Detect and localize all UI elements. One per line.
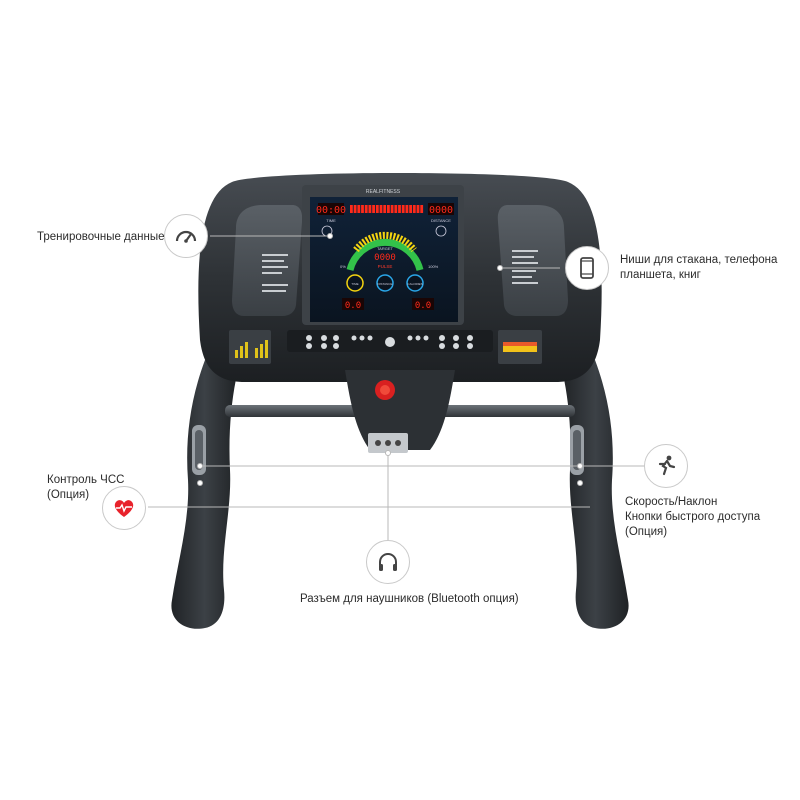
led-segment xyxy=(383,205,387,213)
led-segment xyxy=(394,205,398,213)
distance-label: DISTANCE xyxy=(431,218,451,223)
callout-hr: Контроль ЧСС (Опция) xyxy=(47,473,124,503)
distance-value: 0000 xyxy=(429,205,453,216)
callout-hr-line-2: (Опция) xyxy=(47,489,90,501)
intensity-arc xyxy=(346,238,424,271)
callout-headphones-label: Разъем для наушников (Bluetooth опция) xyxy=(300,593,519,605)
gauge-label-distance: DISTANCE xyxy=(378,282,393,286)
running-man-icon xyxy=(644,444,688,488)
gauge-label-calories: CALORIES xyxy=(407,282,422,286)
led-segment xyxy=(353,205,357,213)
led-segment xyxy=(387,205,390,213)
callout-holders-line-1: Ниши для стакана, телефона xyxy=(620,254,778,266)
led-segment xyxy=(361,205,364,213)
led-segment xyxy=(390,205,394,213)
max-label: 100% xyxy=(428,264,439,269)
incline-led xyxy=(412,298,434,310)
leader-lines xyxy=(148,235,645,540)
time-value: 00:00 xyxy=(316,205,346,216)
progress-led-bar xyxy=(350,205,424,213)
callout-speed-line-2: Кнопки быстрого доступа xyxy=(625,511,761,523)
gauge-label-time: TIME xyxy=(351,282,358,286)
smartphone-icon xyxy=(565,246,609,290)
target-value: 0000 xyxy=(374,253,396,263)
target-label: TARGET xyxy=(377,246,393,251)
speed-value: 0.0 xyxy=(345,301,361,311)
time-led xyxy=(318,203,344,215)
callout-holders-line-2: планшета, книг xyxy=(620,269,701,281)
led-segment xyxy=(379,205,383,213)
led-segment xyxy=(420,205,424,213)
led-segment xyxy=(412,205,416,213)
time-label: TIME xyxy=(326,218,336,223)
speed-led xyxy=(342,298,364,310)
led-segment xyxy=(372,205,375,213)
callout-training-label: Тренировочные данные xyxy=(37,231,165,243)
led-segment xyxy=(398,205,401,213)
led-segment xyxy=(350,205,353,213)
pulse-label: PULSE xyxy=(378,264,393,269)
distance-gauge xyxy=(376,274,394,292)
callout-training-data: Тренировочные данные xyxy=(37,230,165,245)
headphones-icon xyxy=(366,540,410,584)
calories-gauge xyxy=(406,274,424,292)
callout-holders: Ниши для стакана, телефона планшета, кни… xyxy=(620,253,777,283)
led-segment xyxy=(416,205,420,213)
callout-headphones: Разъем для наушников (Bluetooth опция) xyxy=(300,592,519,607)
led-segment xyxy=(357,205,361,213)
heart-pulse-icon xyxy=(102,486,146,530)
led-segment xyxy=(368,205,372,213)
incline-value: 0.0 xyxy=(415,301,431,311)
distance-led xyxy=(428,203,454,215)
brand-logo: REALFITNESS xyxy=(366,189,401,195)
callout-speed-line-3: (Опция) xyxy=(625,526,668,538)
time-gauge xyxy=(346,274,364,292)
left-handlebar xyxy=(171,360,238,629)
min-label: 0% xyxy=(340,264,346,269)
speedometer-icon xyxy=(164,214,208,258)
led-segment xyxy=(364,205,368,213)
right-holder-tray xyxy=(497,205,568,316)
led-segment xyxy=(375,205,379,213)
led-segment xyxy=(401,205,405,213)
program-chart-left xyxy=(229,330,271,364)
callout-speed-line-1: Скорость/Наклон xyxy=(625,496,718,508)
right-handlebar xyxy=(562,360,629,629)
led-segment xyxy=(405,205,409,213)
led-segment xyxy=(409,205,412,213)
callout-speed: Скорость/Наклон Кнопки быстрого доступа … xyxy=(625,495,760,540)
callout-hr-line-1: Контроль ЧСС xyxy=(47,474,125,486)
